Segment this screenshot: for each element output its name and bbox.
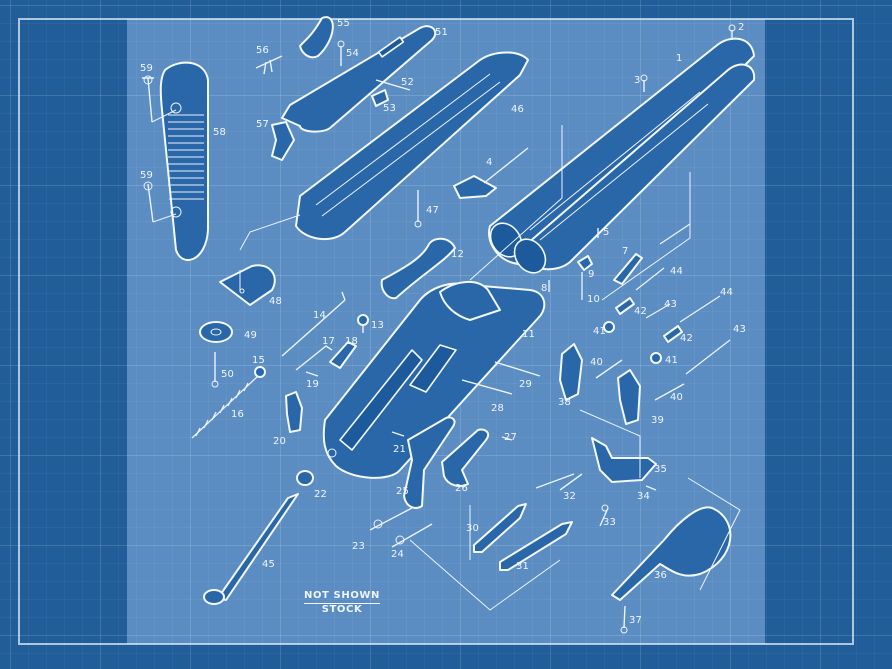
butt-plate-part bbox=[159, 61, 209, 261]
part-number-label: 15 bbox=[252, 355, 266, 366]
part-number-label: 26 bbox=[455, 483, 469, 494]
part-number-label: 42 bbox=[680, 333, 694, 344]
part-number-label: 27 bbox=[504, 432, 518, 443]
part-number-label: 43 bbox=[664, 299, 678, 310]
part-number-label: 40 bbox=[590, 357, 604, 368]
part-number-label: 47 bbox=[426, 205, 440, 216]
note-heading: NOT SHOWN bbox=[303, 590, 381, 604]
part-number-label: 38 bbox=[558, 397, 572, 408]
part-number-label: 22 bbox=[314, 489, 328, 500]
part-number-label: 59 bbox=[140, 63, 154, 74]
part-number-label: 50 bbox=[221, 369, 235, 380]
part-number-label: 33 bbox=[603, 517, 617, 528]
screw-part bbox=[142, 75, 154, 123]
part-number-label: 12 bbox=[451, 249, 465, 260]
part-number-label: 29 bbox=[519, 379, 533, 390]
part-number-label: 37 bbox=[629, 615, 643, 626]
part-number-label: 58 bbox=[213, 127, 227, 138]
part-number-label: 9 bbox=[588, 269, 595, 280]
part-number-label: 43 bbox=[733, 324, 747, 335]
part-number-label: 31 bbox=[516, 561, 530, 572]
part-number-label: 44 bbox=[720, 287, 734, 298]
part-number-label: 39 bbox=[651, 415, 665, 426]
part-number-label: 49 bbox=[244, 330, 258, 341]
note-item: STOCK bbox=[321, 604, 363, 615]
part-number-label: 24 bbox=[391, 549, 405, 560]
part-number-label: 13 bbox=[371, 320, 385, 331]
part-number-label: 46 bbox=[511, 104, 525, 115]
part-number-label: 28 bbox=[491, 403, 505, 414]
part-number-label: 25 bbox=[396, 486, 410, 497]
part-number-label: 5 bbox=[603, 227, 610, 238]
part-number-label: 44 bbox=[670, 266, 684, 277]
part-number-label: 48 bbox=[269, 296, 283, 307]
part-number-label: 30 bbox=[466, 523, 480, 534]
part-number-label: 2 bbox=[738, 22, 745, 33]
part-number-label: 56 bbox=[256, 45, 270, 56]
part-number-label: 8 bbox=[541, 283, 548, 294]
part-number-label: 11 bbox=[522, 329, 536, 340]
part-number-label: 57 bbox=[256, 119, 270, 130]
not-shown-note: NOT SHOWN STOCK bbox=[300, 590, 384, 616]
part-number-label: 17 bbox=[322, 336, 336, 347]
part-number-label: 45 bbox=[262, 559, 276, 570]
part-number-label: 52 bbox=[401, 77, 415, 88]
part-number-label: 59 bbox=[140, 170, 154, 181]
part-number-label: 34 bbox=[637, 491, 651, 502]
frame-border bbox=[18, 18, 854, 645]
part-number-label: 19 bbox=[306, 379, 320, 390]
part-number-label: 4 bbox=[486, 157, 493, 168]
part-number-label: 36 bbox=[654, 570, 668, 581]
part-number-label: 1 bbox=[676, 53, 683, 64]
part-number-label: 7 bbox=[622, 246, 629, 257]
part-number-label: 53 bbox=[383, 103, 397, 114]
part-number-label: 18 bbox=[345, 336, 359, 347]
screw-part bbox=[143, 181, 154, 223]
part-number-label: 23 bbox=[352, 541, 366, 552]
part-number-label: 3 bbox=[634, 75, 641, 86]
part-number-label: 20 bbox=[273, 436, 287, 447]
part-number-label: 10 bbox=[587, 294, 601, 305]
part-number-label: 40 bbox=[670, 392, 684, 403]
part-number-label: 14 bbox=[313, 310, 327, 321]
part-number-label: 51 bbox=[435, 27, 449, 38]
part-number-label: 54 bbox=[346, 48, 360, 59]
part-number-label: 41 bbox=[665, 355, 679, 366]
part-number-label: 21 bbox=[393, 444, 407, 455]
part-number-label: 55 bbox=[337, 18, 351, 29]
part-number-label: 42 bbox=[634, 306, 648, 317]
part-number-label: 16 bbox=[231, 409, 245, 420]
part-number-label: 41 bbox=[593, 326, 607, 337]
part-number-label: 35 bbox=[654, 464, 668, 475]
part-number-label: 32 bbox=[563, 491, 577, 502]
